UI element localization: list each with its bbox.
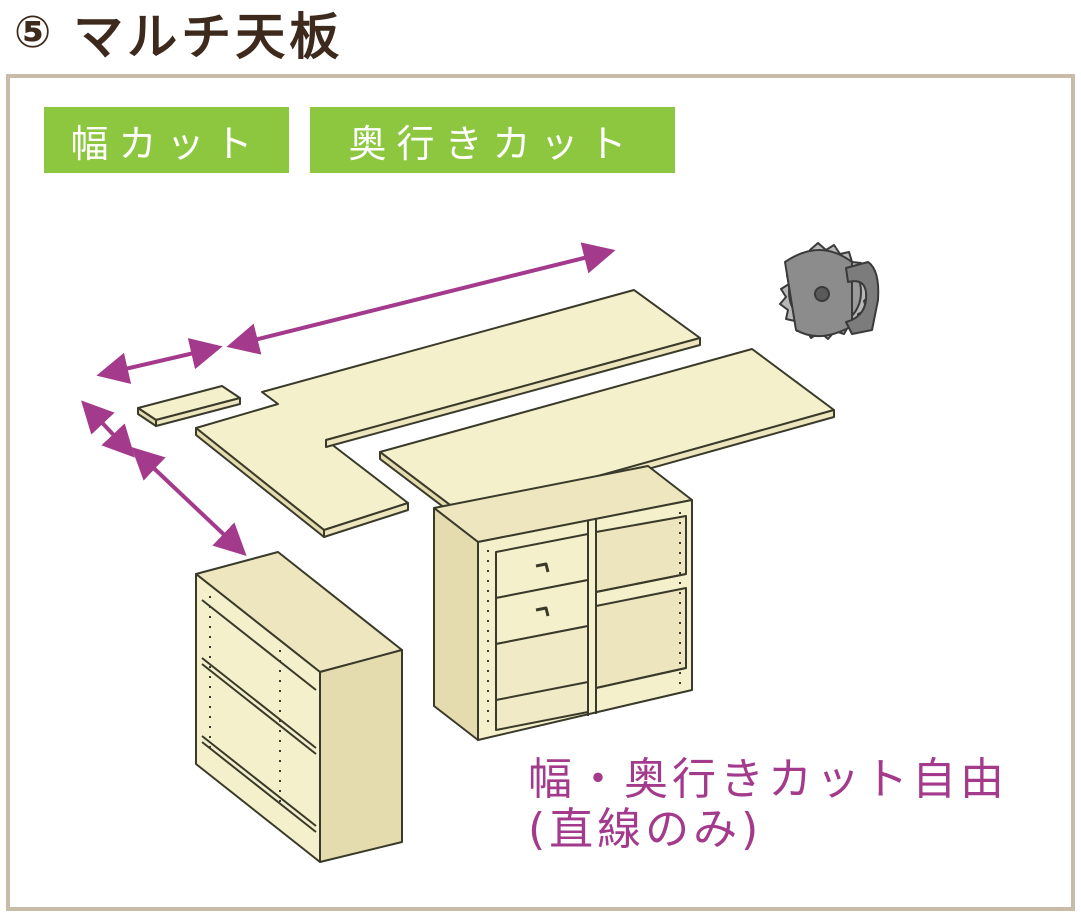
cut-caption: 幅・奥行きカット自由 (直線のみ) — [528, 755, 1008, 855]
page-title: ⑤ マルチ天板 — [14, 0, 343, 66]
l-shaped-top-board — [195, 289, 701, 538]
width-cut-badge: 幅カット — [44, 107, 289, 173]
caption-line-1: 幅・奥行きカット自由 — [528, 754, 1008, 805]
title-text: マルチ天板 — [73, 8, 344, 66]
caption-line-2: (直線のみ) — [528, 804, 763, 855]
cut-off-piece — [137, 385, 241, 427]
double-arrow-icon — [131, 447, 247, 556]
title-number: ⑤ — [14, 7, 52, 58]
double-arrow-icon — [226, 242, 616, 355]
double-arrow-icon — [81, 400, 135, 458]
depth-cut-label: 奥行きカット — [348, 121, 637, 166]
width-cut-label: 幅カット — [70, 121, 263, 166]
depth-cut-badge: 奥行きカット — [310, 107, 675, 173]
double-arrow-icon — [96, 338, 223, 384]
drawer-cabinet — [433, 465, 693, 741]
circular-saw-icon — [779, 242, 880, 340]
cut-arrows — [81, 242, 616, 556]
bookshelf — [195, 551, 403, 863]
